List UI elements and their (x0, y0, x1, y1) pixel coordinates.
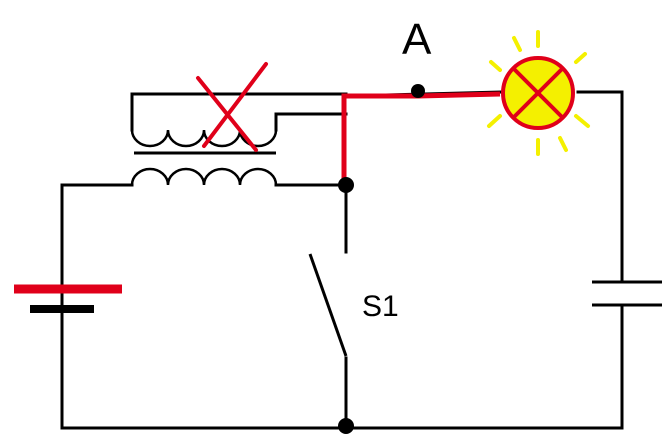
wire-right-top (576, 90, 624, 284)
primary-coil (130, 129, 278, 148)
junction-bottom (338, 418, 354, 434)
capacitor-symbol (592, 280, 662, 307)
lamp-filament-x (512, 67, 564, 119)
transformer-symbol (130, 129, 278, 186)
switch-label: S1 (362, 290, 399, 323)
lamp-rays (487, 30, 590, 156)
switch-symbol (308, 253, 348, 357)
battery-symbol (14, 185, 122, 428)
point-a-label: A (402, 15, 432, 64)
junctions (338, 84, 425, 434)
junction-top (338, 177, 354, 193)
secondary-coil (130, 167, 278, 186)
junction-a (411, 84, 425, 98)
wire-left-loop (60, 183, 624, 430)
wire-primary-right (274, 112, 348, 132)
highlight-path (341, 91, 501, 182)
cross-out-mark (196, 62, 268, 152)
lamp-symbol (487, 30, 590, 156)
wire-primary-top (130, 92, 348, 132)
